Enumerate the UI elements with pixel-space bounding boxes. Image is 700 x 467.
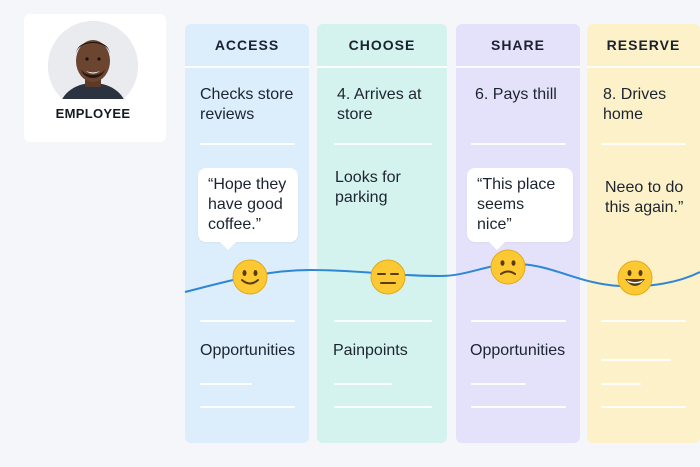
stage-title: ACCESS [185,24,309,68]
divider [200,383,252,385]
stage-title: RESERVE [587,24,700,68]
section-label: Opportunities [470,342,566,359]
divider [200,143,295,145]
section-label: Opportunities [200,342,296,359]
persona-badge: EMPLOYEE [45,99,141,127]
divider [601,383,641,385]
quote-bubble: “Hope they have good coffee.” [198,168,298,250]
divider [334,143,432,145]
slightly-frowning-face-icon [490,249,526,285]
stage-title: CHOOSE [317,24,447,68]
divider [601,406,686,408]
step-text: 4. Arrives at store [337,86,422,123]
stage-column-reserve: RESERVE 8. Drives home Neeo to do this a… [587,24,700,443]
divider [471,406,566,408]
grinning-face-icon [617,260,653,296]
divider [471,143,566,145]
divider [334,320,432,322]
step-text: 6. Pays thill [475,86,557,103]
stage-title: SHARE [456,24,580,68]
divider [200,320,295,322]
step-text: 8. Drives home [603,86,667,123]
smiling-face-icon [232,259,268,295]
employee-avatar [48,21,138,111]
expressionless-face-icon [370,259,406,295]
note-text: Neeo to do this again.” [605,179,684,216]
note-text: Looks for parking [335,169,401,206]
divider [471,383,526,385]
divider [200,406,295,408]
divider [601,320,686,322]
divider [601,143,686,145]
divider [334,406,432,408]
section-label: Painpoints [333,342,408,359]
quote-bubble: “This place seems nice” [467,168,573,250]
step-text: Checks store reviews [200,86,294,123]
divider [334,383,392,385]
divider [601,359,671,361]
divider [471,320,566,322]
stage-column-choose: CHOOSE 4. Arrives at store Looks for par… [317,24,447,443]
